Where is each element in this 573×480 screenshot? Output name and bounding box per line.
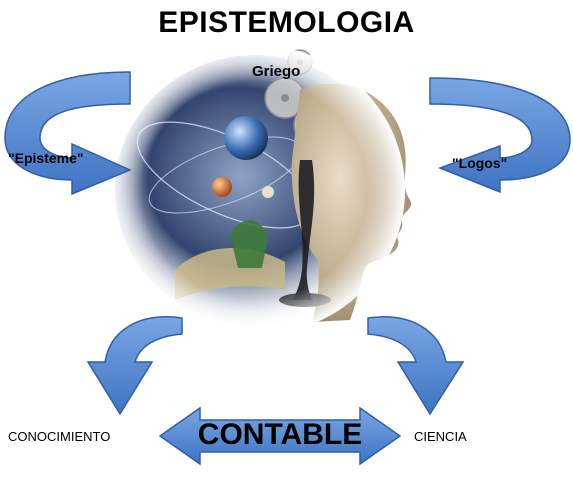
right-curved-arrow [429, 77, 571, 194]
double-headed-arrow [158, 406, 402, 466]
conocimiento-label: CONOCIMIENTO [8, 429, 111, 444]
left-curved-arrow [4, 71, 132, 196]
episteme-label: "Episteme" [8, 150, 84, 166]
origin-label: Griego [252, 63, 301, 80]
ciencia-label: CIENCIA [414, 429, 467, 444]
contable-label: CONTABLE [197, 418, 363, 451]
logos-label: "Logos" [452, 155, 508, 171]
page-title: EPISTEMOLOGIA [158, 6, 415, 39]
down-right-arrow [367, 316, 465, 416]
down-left-arrow [86, 316, 183, 416]
central-collage-illustration [105, 45, 412, 335]
